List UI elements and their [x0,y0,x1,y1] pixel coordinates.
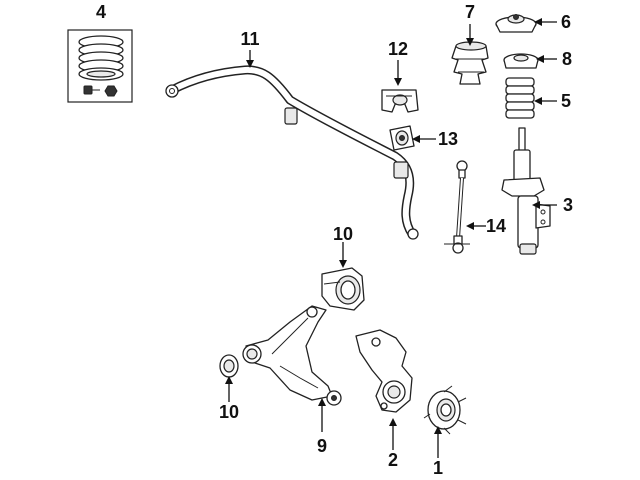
callout-14: 14 [466,216,506,236]
lower-control-arm [242,305,342,406]
callout-number-12: 12 [388,39,408,59]
callout-11: 11 [240,29,260,68]
stabilizer-bar [165,65,419,240]
callout-3: 3 [532,195,573,215]
stabilizer-bushing-bracket [381,89,419,113]
callout-number-5: 5 [561,91,571,111]
stabilizer-link [444,160,470,254]
callout-5: 5 [534,91,571,111]
callout-1: 1 [433,426,443,478]
kit-bolt [83,85,100,95]
strut-mount [495,14,537,33]
callout-number-6: 6 [561,12,571,32]
callout-number-14: 14 [486,216,506,236]
coil-spring-kit [67,29,133,103]
stabilizer-bushing [389,125,415,151]
callout-13: 13 [412,129,458,149]
dust-boot [505,77,535,119]
strut-assembly [501,127,551,255]
callout-number-10-upper: 10 [333,224,353,244]
callout-number-7: 7 [465,2,475,22]
bump-stop [451,41,489,85]
callout-number-4: 4 [96,2,106,22]
callout-6: 6 [534,12,571,32]
small-coil-spring [78,35,124,81]
callout-9: 9 [317,398,327,456]
callout-7: 7 [465,2,475,46]
steering-knuckle [355,329,413,413]
kit-nut [104,85,118,97]
control-arm-front-bushing [219,354,239,378]
strut-bearing [503,53,539,69]
callout-number-13: 13 [438,129,458,149]
control-arm-rear-bushing [321,267,365,311]
wheel-hub [423,385,467,435]
callout-4: 4 [96,2,106,22]
callout-number-10-lower: 10 [219,402,239,422]
callout-number-11: 11 [240,29,259,49]
callout-number-3: 3 [563,195,573,215]
callout-number-1: 1 [433,458,443,478]
callout-10-lower: 10 [219,376,239,422]
callout-10-upper: 10 [333,224,353,268]
callout-number-8: 8 [562,49,572,69]
callout-number-9: 9 [317,436,327,456]
callout-8: 8 [536,49,572,69]
callout-12: 12 [388,39,408,86]
callout-number-2: 2 [388,450,398,470]
callout-2: 2 [388,418,398,470]
